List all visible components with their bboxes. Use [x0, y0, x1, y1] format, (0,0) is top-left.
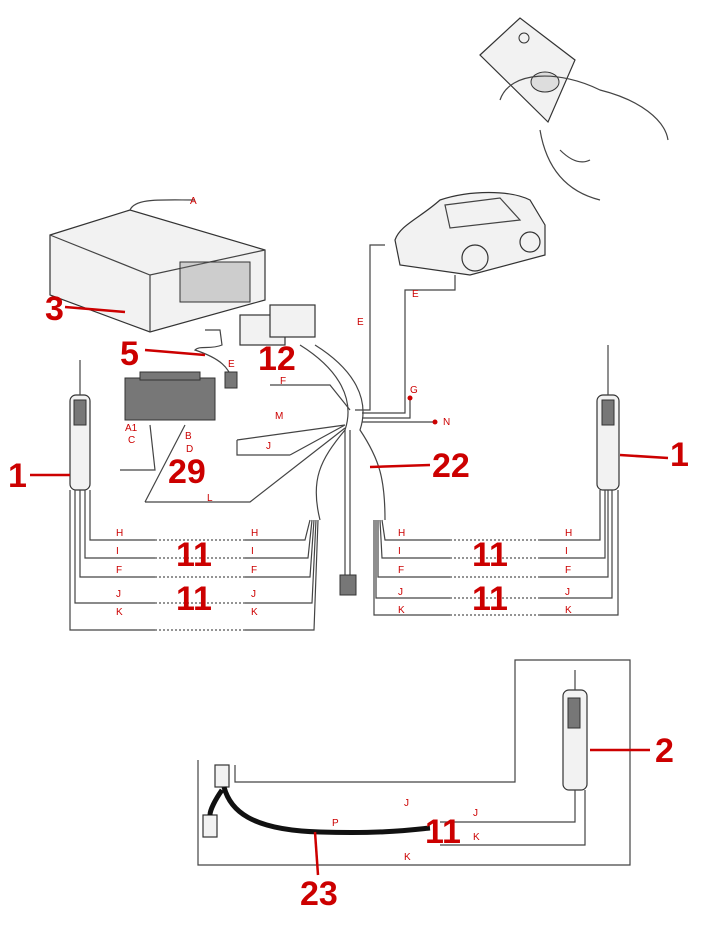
- wire-label: H: [398, 528, 405, 539]
- callout-2: 2: [655, 732, 674, 770]
- left-door-wires: [69, 490, 319, 631]
- door-lock-actuator-boot: [562, 670, 588, 791]
- wire-label: C: [128, 435, 135, 446]
- harness-connector: [239, 304, 316, 346]
- wire-label: F: [251, 565, 257, 576]
- door-lock-actuator-left: [69, 360, 91, 491]
- wire-label: J: [565, 587, 570, 598]
- wire-label: I: [116, 546, 119, 557]
- wire-label: E: [228, 359, 235, 370]
- callout-3: 3: [45, 290, 64, 328]
- wire-label: J: [116, 589, 121, 600]
- wire-label: M: [275, 411, 283, 422]
- boot-wiring: [197, 659, 631, 866]
- wire-label: A: [190, 196, 197, 207]
- wire-label: J: [266, 441, 271, 452]
- wire-label: H: [116, 528, 123, 539]
- wire-label: J: [398, 587, 403, 598]
- callout-11: 11: [176, 580, 212, 618]
- callout-11: 11: [472, 580, 508, 618]
- callout-1-right: 1: [670, 436, 689, 474]
- wire-label: H: [565, 528, 572, 539]
- wire-label: L: [207, 493, 213, 504]
- wire-label: K: [398, 605, 405, 616]
- wire-label: D: [186, 444, 193, 455]
- callout-22: 22: [432, 447, 470, 485]
- callout-29: 29: [168, 453, 206, 491]
- callout-23: 23: [300, 875, 338, 913]
- callout-1-left: 1: [8, 457, 27, 495]
- wire-label: J: [251, 589, 256, 600]
- callout-5: 5: [120, 335, 139, 373]
- wire-label: K: [565, 605, 572, 616]
- wire-label: K: [116, 607, 123, 618]
- wire-label: B: [185, 431, 192, 442]
- wire-label: G: [410, 385, 418, 396]
- alarm-control-unit: [49, 199, 266, 333]
- door-lock-actuator-right: [596, 345, 620, 491]
- wire-label: E: [412, 289, 419, 300]
- wire-label: A1: [125, 423, 138, 434]
- callout-11: 11: [176, 536, 212, 574]
- callout-11: 11: [472, 536, 508, 574]
- wire-label: J: [404, 798, 409, 809]
- wire-label: F: [565, 565, 571, 576]
- car-illustration: [394, 191, 546, 276]
- wire-label: I: [251, 546, 254, 557]
- wire-label: H: [251, 528, 258, 539]
- wire-label: F: [116, 565, 122, 576]
- wire-label: F: [280, 376, 286, 387]
- fuse-box: [124, 371, 216, 421]
- wire-label: K: [404, 852, 411, 863]
- callout-11: 11: [425, 813, 461, 851]
- main-wiring-harness: [120, 244, 456, 596]
- wire-label: I: [565, 546, 568, 557]
- wire-label: K: [251, 607, 258, 618]
- wire-label: K: [473, 832, 480, 843]
- remote-control-hand-illustration: [479, 17, 669, 201]
- wire-label: N: [443, 417, 450, 428]
- wire-label: I: [398, 546, 401, 557]
- wire-label: J: [473, 808, 478, 819]
- wire-label: F: [398, 565, 404, 576]
- callout-12: 12: [258, 340, 296, 378]
- right-door-wires: [373, 490, 619, 616]
- wire-label: E: [357, 317, 364, 328]
- wire-label: P: [332, 818, 339, 829]
